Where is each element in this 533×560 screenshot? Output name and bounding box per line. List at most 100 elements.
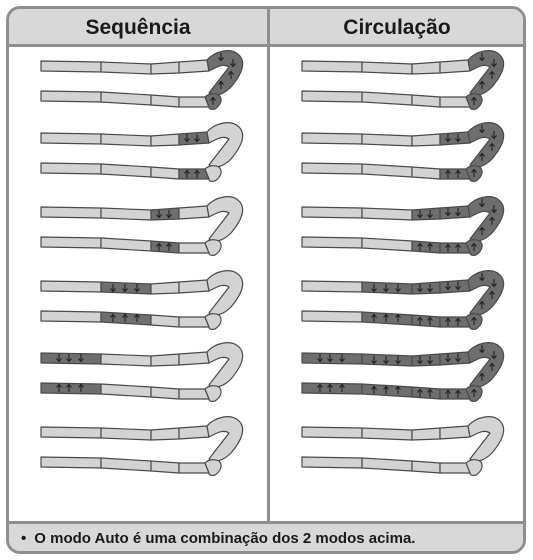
sequence-bottom-leg-ankle-segment [178, 96, 210, 108]
sequence-top-leg-thigh-segment [40, 426, 102, 439]
footer-bar: •O modo Auto é uma combinação dos 2 modo… [9, 521, 523, 551]
circulation-top-leg-foot-arrow [491, 205, 497, 214]
circulation-top-leg-foot-arrow [491, 279, 497, 288]
circulation-top-leg-calf-arrow [417, 356, 423, 365]
circulation-bottom-leg-thigh-arrow [317, 383, 323, 392]
sequence-bottom-leg-calf-segment [150, 240, 180, 254]
sequence-bottom-leg-ankle-segment [178, 388, 210, 400]
circulation-bottom-leg-knee-segment [361, 383, 413, 398]
sequence-top-leg-foot-segment [206, 50, 244, 96]
circulation-title: Circulação [343, 16, 451, 39]
circulation-top-leg-knee-arrow [383, 284, 389, 293]
circulation-diagram [301, 50, 505, 476]
circulation-top-leg-knee-segment [361, 427, 413, 441]
circulation-bottom-leg-calf-arrow [427, 316, 433, 325]
circulation-bottom-leg-calf-segment [411, 240, 441, 254]
circulation-bottom-leg-foot-arrow [471, 316, 477, 325]
sequence-bottom-leg-thigh-arrow [66, 383, 72, 392]
sequence-top-leg-foot-segment [206, 196, 244, 242]
circulation-top-leg-thigh-segment [301, 280, 363, 293]
sequence-top-leg-foot-arrow [230, 59, 236, 68]
header-bar: Sequência Circulação [9, 9, 523, 47]
circulation-top-leg-knee-segment [361, 61, 413, 75]
sequence-row-6 [40, 416, 244, 476]
circulation-bottom-leg-calf-segment [411, 94, 441, 108]
circulation-bottom-leg-knee-segment [361, 163, 413, 178]
circulation-top-leg-thigh-segment [301, 132, 363, 145]
sequence-top-leg-calf-segment [150, 207, 180, 221]
circulation-top-leg-knee-segment [361, 353, 413, 367]
sequence-bottom-leg-calf-arrow [156, 242, 162, 251]
circulation-top-leg-ankle-arrow [445, 282, 451, 291]
sequence-panel [9, 47, 267, 521]
sequence-bottom-leg-knee-segment [100, 237, 152, 252]
circulation-bottom-leg-calf-segment [411, 386, 441, 400]
circulation-bottom-leg-thigh-segment [301, 236, 363, 249]
circulation-top-leg-ankle-arrow [455, 282, 461, 291]
circulation-bottom-leg-ankle-segment [439, 242, 471, 254]
circulation-bottom-leg-ankle-arrow [445, 243, 451, 252]
circulation-bottom-leg-thigh-arrow [327, 383, 333, 392]
sequence-bottom-leg-ankle-segment [178, 316, 210, 328]
circulation-top-leg-calf-segment [411, 427, 441, 441]
sequence-top-leg-thigh-segment [40, 132, 102, 145]
sequence-row-4 [40, 270, 244, 330]
circulation-top-leg-ankle-segment [439, 59, 471, 74]
footer-note: •O modo Auto é uma combinação dos 2 modo… [21, 524, 415, 551]
sequence-row-1 [40, 50, 244, 110]
circulation-top-leg-foot-arrow [489, 216, 495, 225]
circulation-top-leg-foot-arrow [479, 199, 485, 208]
sequence-top-leg-knee-segment [100, 207, 152, 221]
sequence-bottom-leg-knee-arrow [122, 313, 128, 322]
circulation-bottom-leg-ankle-arrow [445, 317, 451, 326]
circulation-top-leg-knee-segment [361, 207, 413, 221]
sequence-top-leg-knee-arrow [134, 284, 140, 293]
circulation-top-leg-calf-arrow [427, 356, 433, 365]
circulation-top-leg-foot-segment [467, 50, 505, 96]
circulation-top-leg-calf-arrow [417, 210, 423, 219]
sequence-top-leg-knee-arrow [110, 284, 116, 293]
circulation-bottom-leg-ankle-arrow [455, 243, 461, 252]
sequence-bottom-leg-thigh-segment [40, 382, 102, 395]
circulation-bottom-leg-knee-segment [361, 91, 413, 106]
sequence-top-leg-foot-segment [206, 122, 244, 168]
circulation-bottom-leg-calf-arrow [427, 242, 433, 251]
circulation-top-leg-foot-arrow [479, 125, 485, 134]
sequence-bottom-leg-calf-segment [150, 386, 180, 400]
sequence-bottom-leg-ankle-segment [178, 168, 210, 180]
sequence-bottom-leg-knee-arrow [110, 313, 116, 322]
sequence-top-leg-foot-arrow [228, 70, 234, 79]
circulation-panel [270, 47, 523, 521]
circulation-bottom-leg-knee-arrow [383, 385, 389, 394]
circulation-top-leg-calf-arrow [417, 284, 423, 293]
circulation-top-leg-foot-segment [467, 416, 505, 462]
sequence-top-leg-ankle-segment [178, 131, 210, 146]
circulation-top-leg-knee-arrow [371, 284, 377, 293]
circulation-bottom-leg-ankle-arrow [445, 389, 451, 398]
sequence-top-leg-foot-segment [206, 416, 244, 462]
sequence-bottom-leg-thigh-segment [40, 236, 102, 249]
circulation-top-leg-ankle-arrow [445, 354, 451, 363]
circulation-top-leg-foot-segment [467, 196, 505, 242]
circulation-row-2 [301, 122, 505, 182]
circulation-top-leg-foot-arrow [489, 70, 495, 79]
circulation-top-leg-ankle-segment [439, 205, 471, 220]
sequence-bottom-leg-knee-segment [100, 457, 152, 472]
circulation-bottom-leg-knee-segment [361, 311, 413, 326]
sequence-top-leg-calf-arrow [156, 210, 162, 219]
circulation-bottom-leg-thigh-arrow [339, 383, 345, 392]
circulation-top-leg-foot-arrow [479, 152, 485, 161]
sequence-top-leg-foot-arrow [218, 80, 224, 89]
sequence-row-2 [40, 122, 244, 182]
sequence-top-leg-ankle-segment [178, 279, 210, 294]
sequence-bottom-leg-thigh-segment [40, 162, 102, 175]
sequence-bottom-leg-ankle-arrow [184, 169, 190, 178]
circulation-top-leg-thigh-arrow [339, 354, 345, 363]
sequence-bottom-leg-foot-segment [204, 313, 222, 330]
circulation-top-leg-ankle-arrow [445, 134, 451, 143]
circulation-row-4 [301, 270, 505, 330]
sequence-top-leg-ankle-arrow [184, 134, 190, 143]
circulation-top-leg-ankle-segment [439, 131, 471, 146]
circulation-bottom-leg-calf-segment [411, 314, 441, 328]
sequence-diagram [40, 50, 244, 476]
